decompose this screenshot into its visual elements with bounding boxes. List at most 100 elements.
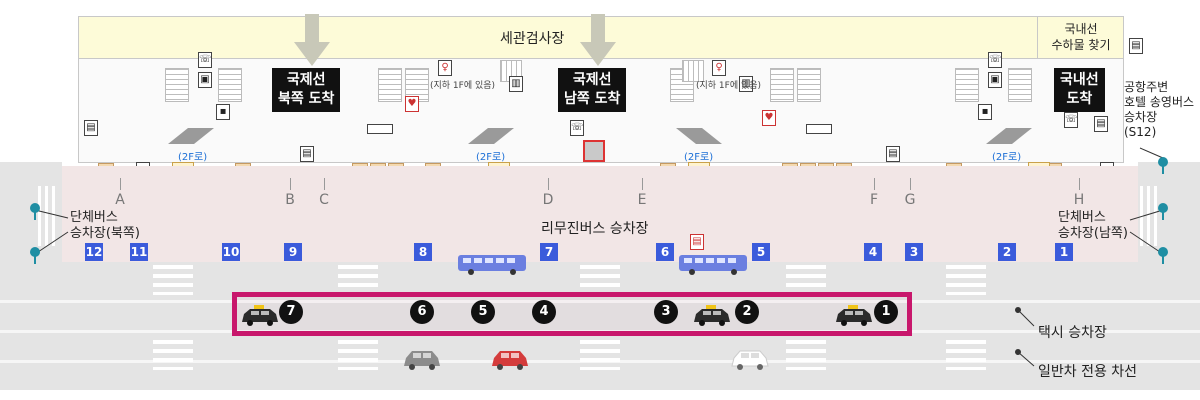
bus-stop-7: 7 <box>540 243 558 261</box>
group-bus-north-line2: 승차장(북쪽) <box>70 226 140 241</box>
general-lane-label: 일반차 전용 차선 <box>1038 364 1138 380</box>
elevator-icon: ▥ <box>509 76 523 92</box>
phone-icon: ☏ <box>1064 112 1078 128</box>
info-icon: ▤ <box>886 146 900 162</box>
hotel-shuttle-line2: 호텔 송영버스 <box>1124 95 1195 109</box>
stairs <box>218 68 242 102</box>
car-icon <box>404 351 440 370</box>
gate-f: F <box>869 192 879 208</box>
down-arrow-icon <box>294 14 330 66</box>
bus-stop-9: 9 <box>284 243 302 261</box>
crosswalk <box>580 340 620 370</box>
gate-tick <box>642 178 643 190</box>
restroom-icon: ♀ <box>438 60 452 76</box>
stairs <box>165 68 189 102</box>
hotel-shuttle-line3: 승차장 <box>1124 110 1158 124</box>
crosswalk <box>38 186 56 246</box>
arrival-domestic-line1: 국내선 <box>1060 72 1099 88</box>
counter <box>806 124 832 134</box>
bus-stop-12: 12 <box>85 243 103 261</box>
b1-note: (지하 1F에 있음) <box>430 81 496 91</box>
bus-stop-6: 6 <box>656 243 674 261</box>
taxi-stand-2: 2 <box>735 300 759 324</box>
domestic-baggage-label-line2: 수하물 찾기 <box>1051 38 1111 52</box>
info-icon: ▣ <box>988 72 1002 88</box>
gate-c: C <box>319 192 329 208</box>
group-bus-north-label: 단체버스 승차장(북쪽) <box>70 210 140 242</box>
bus-stop-3: 3 <box>905 243 923 261</box>
crosswalk <box>338 340 378 370</box>
escalator-label: (2F로) <box>684 152 714 163</box>
international-south-arrival-label: 국제선 남쪽 도착 <box>558 68 627 112</box>
taxi-icon <box>242 305 278 326</box>
taxi-stand-7: 7 <box>279 300 303 324</box>
phone-icon: ☏ <box>198 52 212 68</box>
taxi-stand-3: 3 <box>654 300 678 324</box>
crosswalk <box>786 265 826 295</box>
car-icon <box>492 351 528 370</box>
bus-stop-4: 4 <box>864 243 882 261</box>
bus-ticket-icon: ▤ <box>690 234 704 250</box>
taxi-stand-4: 4 <box>532 300 556 324</box>
bus-stop-8: 8 <box>414 243 432 261</box>
phone-icon: ☏ <box>570 120 584 136</box>
hotel-shuttle-label: 공항주변 호텔 송영버스 승차장 (S12) <box>1124 80 1194 140</box>
gate-tick <box>324 178 325 190</box>
bus-stop-1: 1 <box>1055 243 1073 261</box>
stairs <box>378 68 402 102</box>
arrival-south-line1: 국제선 <box>572 72 612 88</box>
taxi-icon <box>836 305 872 326</box>
info-icon: ▣ <box>198 72 212 88</box>
info-icon: ▤ <box>300 146 314 162</box>
bus-stop-2: 2 <box>998 243 1016 261</box>
escalator-icon <box>468 128 514 144</box>
escalator-label: (2F로) <box>178 152 208 163</box>
arrival-south-line2: 남쪽 도착 <box>564 91 621 107</box>
aed-icon: ♥ <box>762 110 776 126</box>
monitor-icon: ▪ <box>216 104 230 120</box>
escalator-label: (2F로) <box>992 152 1022 163</box>
group-bus-south-line1: 단체버스 <box>1058 210 1106 225</box>
gate-a: A <box>115 192 125 208</box>
escalator-label: (2F로) <box>476 152 506 163</box>
crosswalk <box>946 340 986 370</box>
crosswalk <box>338 265 378 295</box>
crosswalk <box>153 265 193 295</box>
taxi-stand-6: 6 <box>410 300 434 324</box>
gate-b: B <box>285 192 295 208</box>
group-bus-south-label: 단체버스 승차장(남쪽) <box>1058 210 1128 242</box>
elevator-icon: ▥ <box>739 76 753 92</box>
phone-icon: ☏ <box>988 52 1002 68</box>
taxi-stand-zone <box>232 292 912 336</box>
monitor-icon: ▪ <box>978 104 992 120</box>
info-icon: ▤ <box>1094 116 1108 132</box>
restroom-icon: ♀ <box>712 60 726 76</box>
elevator-icon: ▤ <box>1129 38 1143 54</box>
down-arrow-icon <box>580 14 616 66</box>
stairs <box>955 68 979 102</box>
car-icon <box>731 350 769 370</box>
crosswalk <box>1140 186 1158 246</box>
bus-icon <box>679 255 747 275</box>
arrival-north-line2: 북쪽 도착 <box>278 91 335 107</box>
gate-tick <box>548 178 549 190</box>
gate-tick <box>290 178 291 190</box>
limousine-bus-stop-label: 리무진버스 승차장 <box>541 221 649 237</box>
bus-stop-11: 11 <box>130 243 148 261</box>
stairs <box>797 68 821 102</box>
group-bus-north-line1: 단체버스 <box>70 210 118 225</box>
taxi-stand-label: 택시 승차장 <box>1038 325 1107 341</box>
aed-icon: ♥ <box>405 96 419 112</box>
taxi-icon <box>694 305 730 326</box>
domestic-baggage-claim: 국내선 수하물 찾기 <box>1037 16 1124 59</box>
arrival-domestic-line2: 도착 <box>1066 91 1093 107</box>
escalator-icon <box>676 128 722 144</box>
escalator-icon <box>168 128 214 144</box>
gate-g: G <box>904 192 916 208</box>
group-bus-south-line2: 승차장(남쪽) <box>1058 226 1128 241</box>
domestic-arrival-label: 국내선 도착 <box>1054 68 1105 112</box>
gate-tick <box>120 178 121 190</box>
bus-stop-5: 5 <box>752 243 770 261</box>
lane-divider <box>0 300 1200 303</box>
